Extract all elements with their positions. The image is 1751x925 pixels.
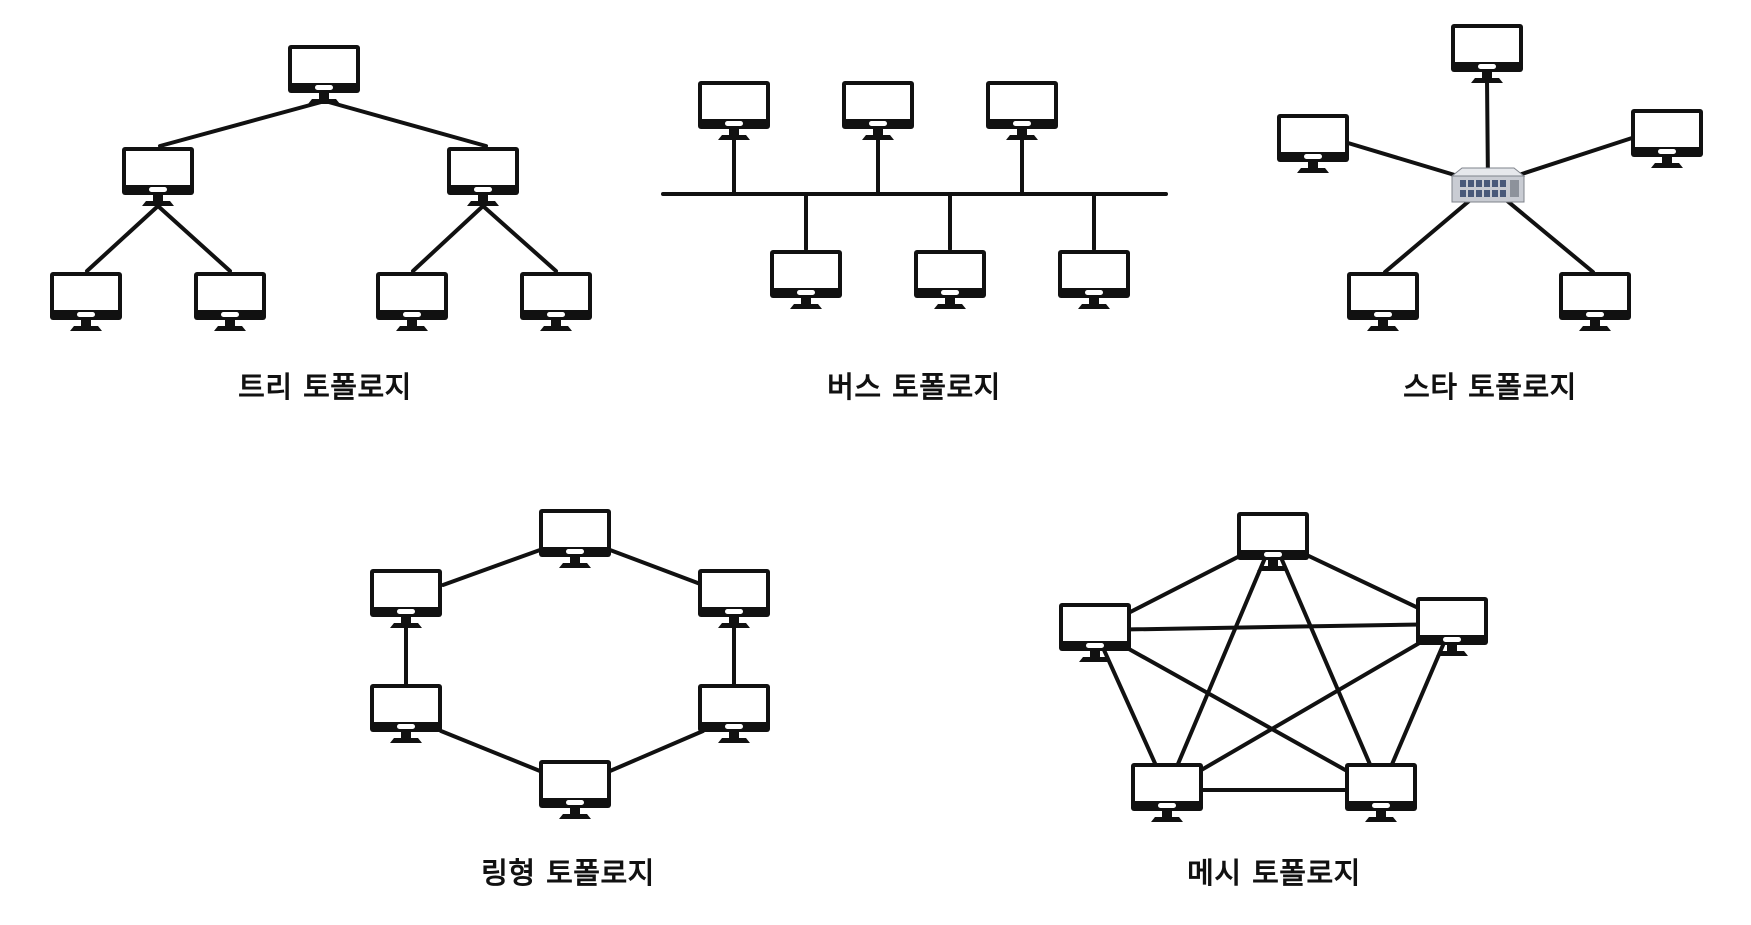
- star-computer-icon: [1347, 272, 1419, 331]
- tree-branch-computer-icon: [447, 147, 519, 206]
- mesh-link: [1165, 622, 1454, 792]
- tree-leaf-computer-icon: [520, 272, 592, 331]
- ring-link: [608, 548, 705, 587]
- ring-link: [441, 548, 542, 587]
- bus-computer-icon: [914, 250, 986, 309]
- tree-root-computer-icon: [288, 45, 360, 104]
- device-nodes: [50, 24, 1703, 822]
- ring-computer-icon: [698, 569, 770, 628]
- star-computer-icon: [1277, 114, 1349, 173]
- star-computer-icon: [1451, 24, 1523, 83]
- bus-computer-icon: [842, 81, 914, 140]
- star-computer-icon: [1631, 109, 1703, 168]
- tree-leaf-computer-icon: [194, 272, 266, 331]
- mesh-computer-icon: [1131, 763, 1203, 822]
- caption-ring-topology: 링형 토폴로지: [481, 856, 655, 890]
- tree-link: [323, 99, 488, 148]
- tree-link: [481, 204, 558, 273]
- mesh-link: [1093, 628, 1383, 792]
- bus-computer-icon: [770, 250, 842, 309]
- mesh-computer-icon: [1237, 512, 1309, 571]
- star-link: [1485, 77, 1490, 187]
- star-computer-icon: [1559, 272, 1631, 331]
- caption-star-topology: 스타 토폴로지: [1403, 370, 1577, 404]
- mesh-link: [1271, 537, 1383, 792]
- ring-computer-icon: [698, 684, 770, 743]
- caption-tree-topology: 트리 토폴로지: [238, 370, 412, 404]
- ring-link: [608, 729, 705, 773]
- tree-link: [156, 204, 232, 273]
- bus-computer-icon: [986, 81, 1058, 140]
- tree-link: [411, 204, 485, 273]
- ring-computer-icon: [539, 760, 611, 819]
- mesh-link: [1165, 537, 1275, 792]
- tree-link: [85, 204, 160, 273]
- ring-computer-icon: [370, 684, 442, 743]
- caption-bus-topology: 버스 토폴로지: [827, 370, 1001, 404]
- bus-computer-icon: [698, 81, 770, 140]
- mesh-computer-icon: [1059, 603, 1131, 662]
- ring-computer-icon: [539, 509, 611, 568]
- caption-mesh-topology: 메시 토폴로지: [1187, 856, 1361, 890]
- mesh-computer-icon: [1416, 597, 1488, 656]
- tree-leaf-computer-icon: [50, 272, 122, 331]
- network-switch-icon: [1450, 167, 1526, 203]
- tree-leaf-computer-icon: [376, 272, 448, 331]
- mesh-computer-icon: [1345, 763, 1417, 822]
- ring-computer-icon: [370, 569, 442, 628]
- mesh-link: [1093, 622, 1454, 632]
- ring-link: [439, 729, 542, 773]
- connection-lines: [85, 77, 1634, 792]
- bus-computer-icon: [1058, 250, 1130, 309]
- tree-link: [158, 99, 327, 148]
- tree-branch-computer-icon: [122, 147, 194, 206]
